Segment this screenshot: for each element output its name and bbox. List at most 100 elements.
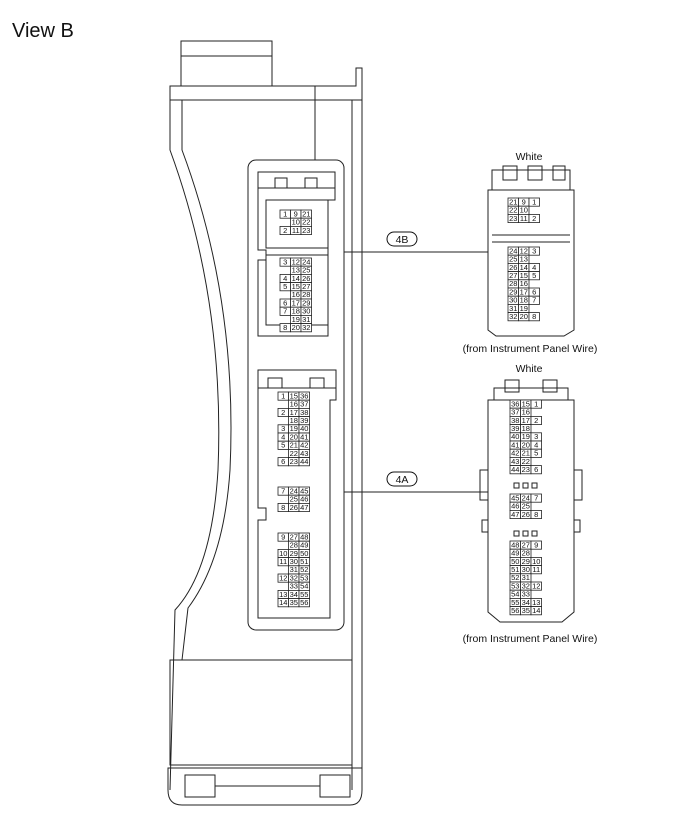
pin-4a-detail-cell xyxy=(530,493,542,503)
pin-4a-detail-number: 27 xyxy=(522,540,530,549)
pin-4a-number: 53 xyxy=(300,573,308,582)
top-cap xyxy=(169,67,363,101)
pin-4a-detail-number: 56 xyxy=(511,606,519,615)
pin-4a-detail-number: 49 xyxy=(511,549,519,558)
pin-4a-detail-number: 12 xyxy=(532,581,540,590)
pin-4a-detail-number: 46 xyxy=(511,502,519,511)
pin-4b-number: 27 xyxy=(302,282,310,291)
pin-4b-number: 9 xyxy=(294,209,298,218)
pin-4a-detail-number: 43 xyxy=(511,457,519,466)
pin-4b-detail-number: 10 xyxy=(520,206,528,215)
pin-4a-number: 26 xyxy=(290,503,298,512)
pin-4a-number: 42 xyxy=(300,441,308,450)
pin-4a-detail-number: 4 xyxy=(534,440,538,449)
pin-4b-detail-number: 16 xyxy=(520,279,528,288)
pin-4a-detail-cell xyxy=(530,399,542,409)
pin-4a-number: 15 xyxy=(290,391,298,400)
pin-4a-number: 31 xyxy=(290,565,298,574)
pin-4a-number: 25 xyxy=(290,495,298,504)
pin-4a-number: 11 xyxy=(279,557,287,566)
pin-4a-number: 3 xyxy=(281,424,285,433)
pin-4a-detail-number: 35 xyxy=(522,606,530,615)
pin-4a-number: 1 xyxy=(281,391,285,400)
left-curve xyxy=(169,100,220,791)
pin-4b-cell xyxy=(300,323,312,333)
pin-4a-number: 36 xyxy=(300,391,308,400)
pin-4a-cell xyxy=(298,457,310,467)
pin-4b-detail-cell xyxy=(528,312,540,322)
pin-4a-detail-number: 30 xyxy=(522,565,530,574)
callout-4b: 4B xyxy=(386,231,418,247)
pin-4b-number: 28 xyxy=(302,290,310,299)
pin-4b-number: 6 xyxy=(283,298,287,307)
pin-4a-number: 51 xyxy=(300,557,308,566)
bottom-foot xyxy=(167,767,363,806)
pin-4b-detail-number: 31 xyxy=(509,304,517,313)
pin-4a-detail-number: 36 xyxy=(511,399,519,408)
pin-4b-detail-number: 2 xyxy=(532,214,536,223)
pin-4a-detail-number: 40 xyxy=(511,432,519,441)
pin-4a-detail-number: 16 xyxy=(522,408,530,417)
pin-4a-number: 21 xyxy=(290,441,298,450)
pin-4a-detail-number: 9 xyxy=(534,540,538,549)
pin-4a-detail-number: 29 xyxy=(522,557,530,566)
pin-4b-number: 19 xyxy=(292,315,300,324)
pin-4a-number: 30 xyxy=(290,557,298,566)
pin-4a-number: 18 xyxy=(290,416,298,425)
pin-4a-detail-cell xyxy=(530,415,542,425)
pin-4b-detail-number: 27 xyxy=(509,271,517,280)
pin-4b-detail-number: 20 xyxy=(520,312,528,321)
pin-4a-number: 23 xyxy=(290,457,298,466)
pin-4a-detail-number: 3 xyxy=(534,432,538,441)
pin-4a-number: 6 xyxy=(281,457,285,466)
pin-4a-number: 9 xyxy=(281,532,285,541)
pin-4a-number: 5 xyxy=(281,441,285,450)
pin-4a-detail-number: 1 xyxy=(534,399,538,408)
pin-4a-detail-cell xyxy=(530,448,542,458)
pin-4a-detail-cell xyxy=(530,565,542,575)
pin-4a-detail-number: 34 xyxy=(522,598,530,607)
pin-4a-number: 55 xyxy=(300,590,308,599)
pin-4a-detail-number: 25 xyxy=(522,502,530,511)
pin-4a-number: 56 xyxy=(300,598,308,607)
pin-4b-number: 30 xyxy=(302,307,310,316)
pin-4b-detail-number: 22 xyxy=(509,206,517,215)
pin-4b-number: 31 xyxy=(302,315,310,324)
pin-4a-number: 50 xyxy=(300,549,308,558)
pin-4a-detail-cell xyxy=(530,465,542,475)
pin-4b-detail-cell xyxy=(528,295,540,305)
pin-4a-cell xyxy=(298,502,310,512)
pin-4b-number: 14 xyxy=(292,274,300,283)
pin-4a-number: 48 xyxy=(300,532,308,541)
pin-4a-number: 41 xyxy=(300,432,308,441)
pin-4a-number: 28 xyxy=(290,541,298,550)
pin-4a-number: 35 xyxy=(290,598,298,607)
pin-4b-detail-number: 17 xyxy=(520,287,528,296)
pin-4a-detail-number: 52 xyxy=(511,573,519,582)
pin-4b-number: 8 xyxy=(283,323,287,332)
pin-4a-detail-number: 15 xyxy=(522,399,530,408)
pin-4a-number: 39 xyxy=(300,416,308,425)
pin-4a-number: 49 xyxy=(300,541,308,550)
pin-4a-number: 40 xyxy=(300,424,308,433)
connector-4b-detail-housing xyxy=(487,165,575,337)
pin-4a-number: 54 xyxy=(300,582,308,591)
pin-4a-detail-number: 32 xyxy=(522,581,530,590)
pin-4b-detail-number: 6 xyxy=(532,287,536,296)
pin-4a-number: 47 xyxy=(300,503,308,512)
pin-4b-detail-number: 8 xyxy=(532,312,536,321)
pin-4b-number: 17 xyxy=(292,298,300,307)
pin-4b-number: 22 xyxy=(302,218,310,227)
pin-4b-number: 29 xyxy=(302,298,310,307)
pin-4a-detail-number: 47 xyxy=(511,510,519,519)
pin-4b-detail-number: 23 xyxy=(509,214,517,223)
pin-4b-number: 23 xyxy=(302,226,310,235)
connector-4b-color: White xyxy=(516,151,543,163)
pin-4a-detail-number: 38 xyxy=(511,416,519,425)
pin-4b-number: 26 xyxy=(302,274,310,283)
pin-4b-detail-number: 26 xyxy=(509,263,517,272)
pin-4b-detail-cell xyxy=(528,246,540,256)
